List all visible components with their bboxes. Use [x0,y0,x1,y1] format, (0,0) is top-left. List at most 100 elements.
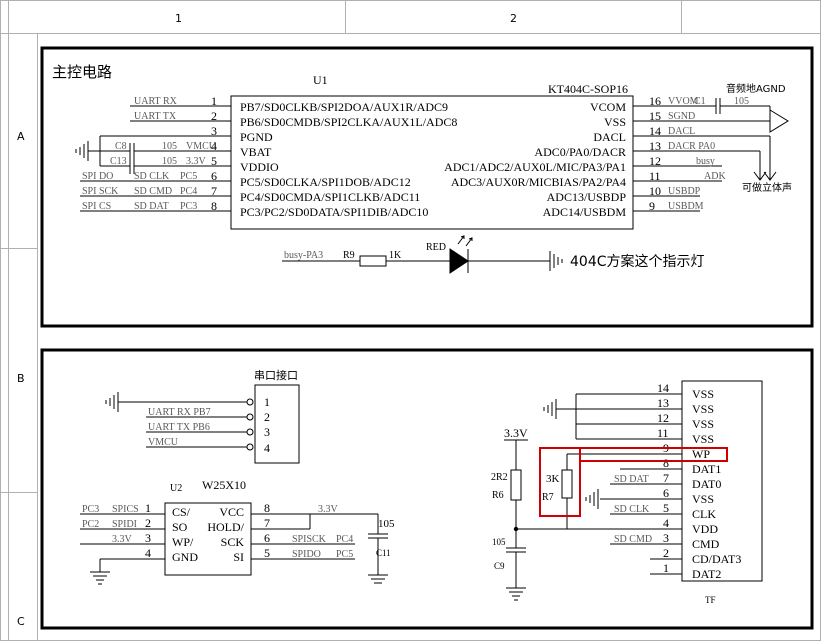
net-vmcu: VMCU [186,141,217,152]
u1-pin-8-label: PC3/PC2/SD0DATA/SPI1DIB/ADC10 [240,205,428,219]
u1-pin-2-num: 2 [211,109,217,123]
tf-pin-vss-2: VSS [692,402,714,416]
u1-pin-6-num: 6 [211,169,217,183]
wp-highlight [579,447,728,462]
u2-ext-pc4: PC4 [336,534,353,545]
u2-pin-2: 2 [145,516,151,530]
u2-pin-4: 4 [145,546,151,560]
led-note: 404C方案这个指示灯 [570,253,705,270]
uart-net-vmcu: VMCU [148,437,179,448]
r7-ref: R7 [542,492,554,503]
u1-right-pins: 16 15 14 13 12 11 10 9 VCOM VSS DACL ADC… [444,82,792,219]
net-sd-dat: SD DAT [134,201,169,212]
tf-num-8: 8 [663,456,669,470]
u1-pin-11-num: 11 [649,169,661,183]
tf-pin-cd-dat3: CD/DAT3 [692,552,741,566]
u1-pin-5-num: 5 [211,154,217,168]
u1-pin-4-label: VBAT [240,145,272,159]
uart-pin-3: 3 [264,425,270,439]
u1-pin-7-num: 7 [211,184,217,198]
uart-pin-1: 1 [264,395,270,409]
flash-w25x10: U2 W25X10 CS/ SO WP/ GND VCC HOLD/ SCK S… [80,478,395,585]
u1-pin-16-label: VCOM [590,100,626,114]
col-label-1: 1 [175,12,182,25]
tf-pin-vss-3: VSS [692,417,714,431]
u2-pin-7: 7 [264,516,270,530]
net-pc5: PC5 [180,171,197,182]
net-spi-cs: SPI CS [82,201,111,212]
uart-pin-4: 4 [264,441,270,455]
net-sgnd: SGND [668,111,695,122]
u2-pin-8: 8 [264,501,270,515]
u1-pin-2-label: PB6/SD0CMDB/SPI2CLKA/AUX1L/ADC8 [240,115,457,129]
u2-net-spido: SPIDO [292,549,321,560]
r6-ref: R6 [492,490,504,501]
net-dacl: DACL [668,126,695,137]
u2-vcc-label: VCC [219,505,244,519]
main-control-section: 主控电路 U1 KT404C-SOP16 1 2 3 4 5 6 7 8 PB7… [40,46,814,328]
u2-so-label: SO [172,520,188,534]
net-sd-cmd: SD CMD [134,186,172,197]
peripheral-section: 串口接口 1 2 3 4 UART RX PB7 UART TX PB6 VMC… [40,348,814,630]
c9-ref: C9 [494,561,505,571]
uart-net-rx: UART RX PB7 [148,407,211,418]
u1-left-pins: 1 2 3 4 5 6 7 8 PB7/SD0CLKB/SPI2DOA/AUX1… [80,94,457,219]
r9-ref: R9 [343,250,355,261]
c13-val: 105 [162,156,177,167]
u1-pin-14-label: DACL [593,130,626,144]
agnd-label: 音频地AGND [726,82,786,95]
tf-pin-dat1: DAT1 [692,462,721,476]
section-title: 主控电路 [52,63,112,81]
net-usbdm: USBDM [668,201,704,212]
net-spi-do: SPI DO [82,171,113,182]
tf-num-6: 6 [663,486,669,500]
tf-num-4: 4 [663,516,669,530]
tf-net-sd-cmd: SD CMD [614,534,652,545]
u2-net-spidi: SPIDI [112,519,137,530]
u1-ref: U1 [313,73,328,87]
u1-pin-10-label: ADC13/USBDP [547,190,627,204]
net-busy: busy [696,156,715,167]
net-uart-rx: UART RX [134,96,178,107]
net-dacr: DACR PA0 [668,141,715,152]
u2-ext-pc3: PC3 [82,504,99,515]
uart-connector: 串口接口 1 2 3 4 UART RX PB7 UART TX PB6 VMC… [105,369,300,464]
tf-num-5: 5 [663,501,669,515]
u2-cs-label: CS/ [172,505,191,519]
c13-ref: C13 [110,156,127,167]
row-label-c: C [17,615,25,628]
u2-part: W25X10 [202,478,246,492]
net-sd-clk: SD CLK [134,171,170,182]
u2-si-label: SI [233,550,244,564]
u1-pin-11-label: ADC3/AUX0R/MICBIAS/PA2/PA4 [451,175,626,189]
tf-pin-dat0: DAT0 [692,477,721,491]
u1-pin-9-num: 9 [649,199,655,213]
row-label-a: A [17,130,25,143]
r7-val: 3K [546,473,560,485]
u1-chip-body [230,95,634,230]
r6-val: 2R2 [491,472,508,483]
u1-pin-5-label: VDDIO [240,160,279,174]
tf-net-sd-clk: SD CLK [614,504,650,515]
tf-card-circuit: TF VSS VSS VSS VSS WP DAT1 DAT0 VSS CLK … [491,380,763,605]
u1-pin-14-num: 14 [649,124,661,138]
u1-pin-9-label: ADC14/USBDM [543,205,627,219]
net-adk: ADK [704,171,726,182]
net-busy-pa3: busy-PA3 [284,250,323,261]
u1-pin-3-label: PGND [240,130,273,144]
net-pc4: PC4 [180,186,197,197]
row-label-b: B [17,372,25,385]
u2-pin-3: 3 [145,531,151,545]
net-vvom: VVOM [668,96,699,107]
u2-sck-label: SCK [221,535,245,549]
u1-pin-15-label: VSS [604,115,626,129]
u2-gnd-label: GND [172,550,198,564]
u2-ref: U2 [170,483,182,494]
uart-title: 串口接口 [254,369,298,382]
r7-highlight [539,447,581,517]
u1-pin-1-num: 1 [211,94,217,108]
tf-pin-vss-4: VSS [692,432,714,446]
u2-ext-pc5: PC5 [336,549,353,560]
uart-net-tx: UART TX PB6 [148,422,210,433]
u1-pin-3-num: 3 [211,124,217,138]
